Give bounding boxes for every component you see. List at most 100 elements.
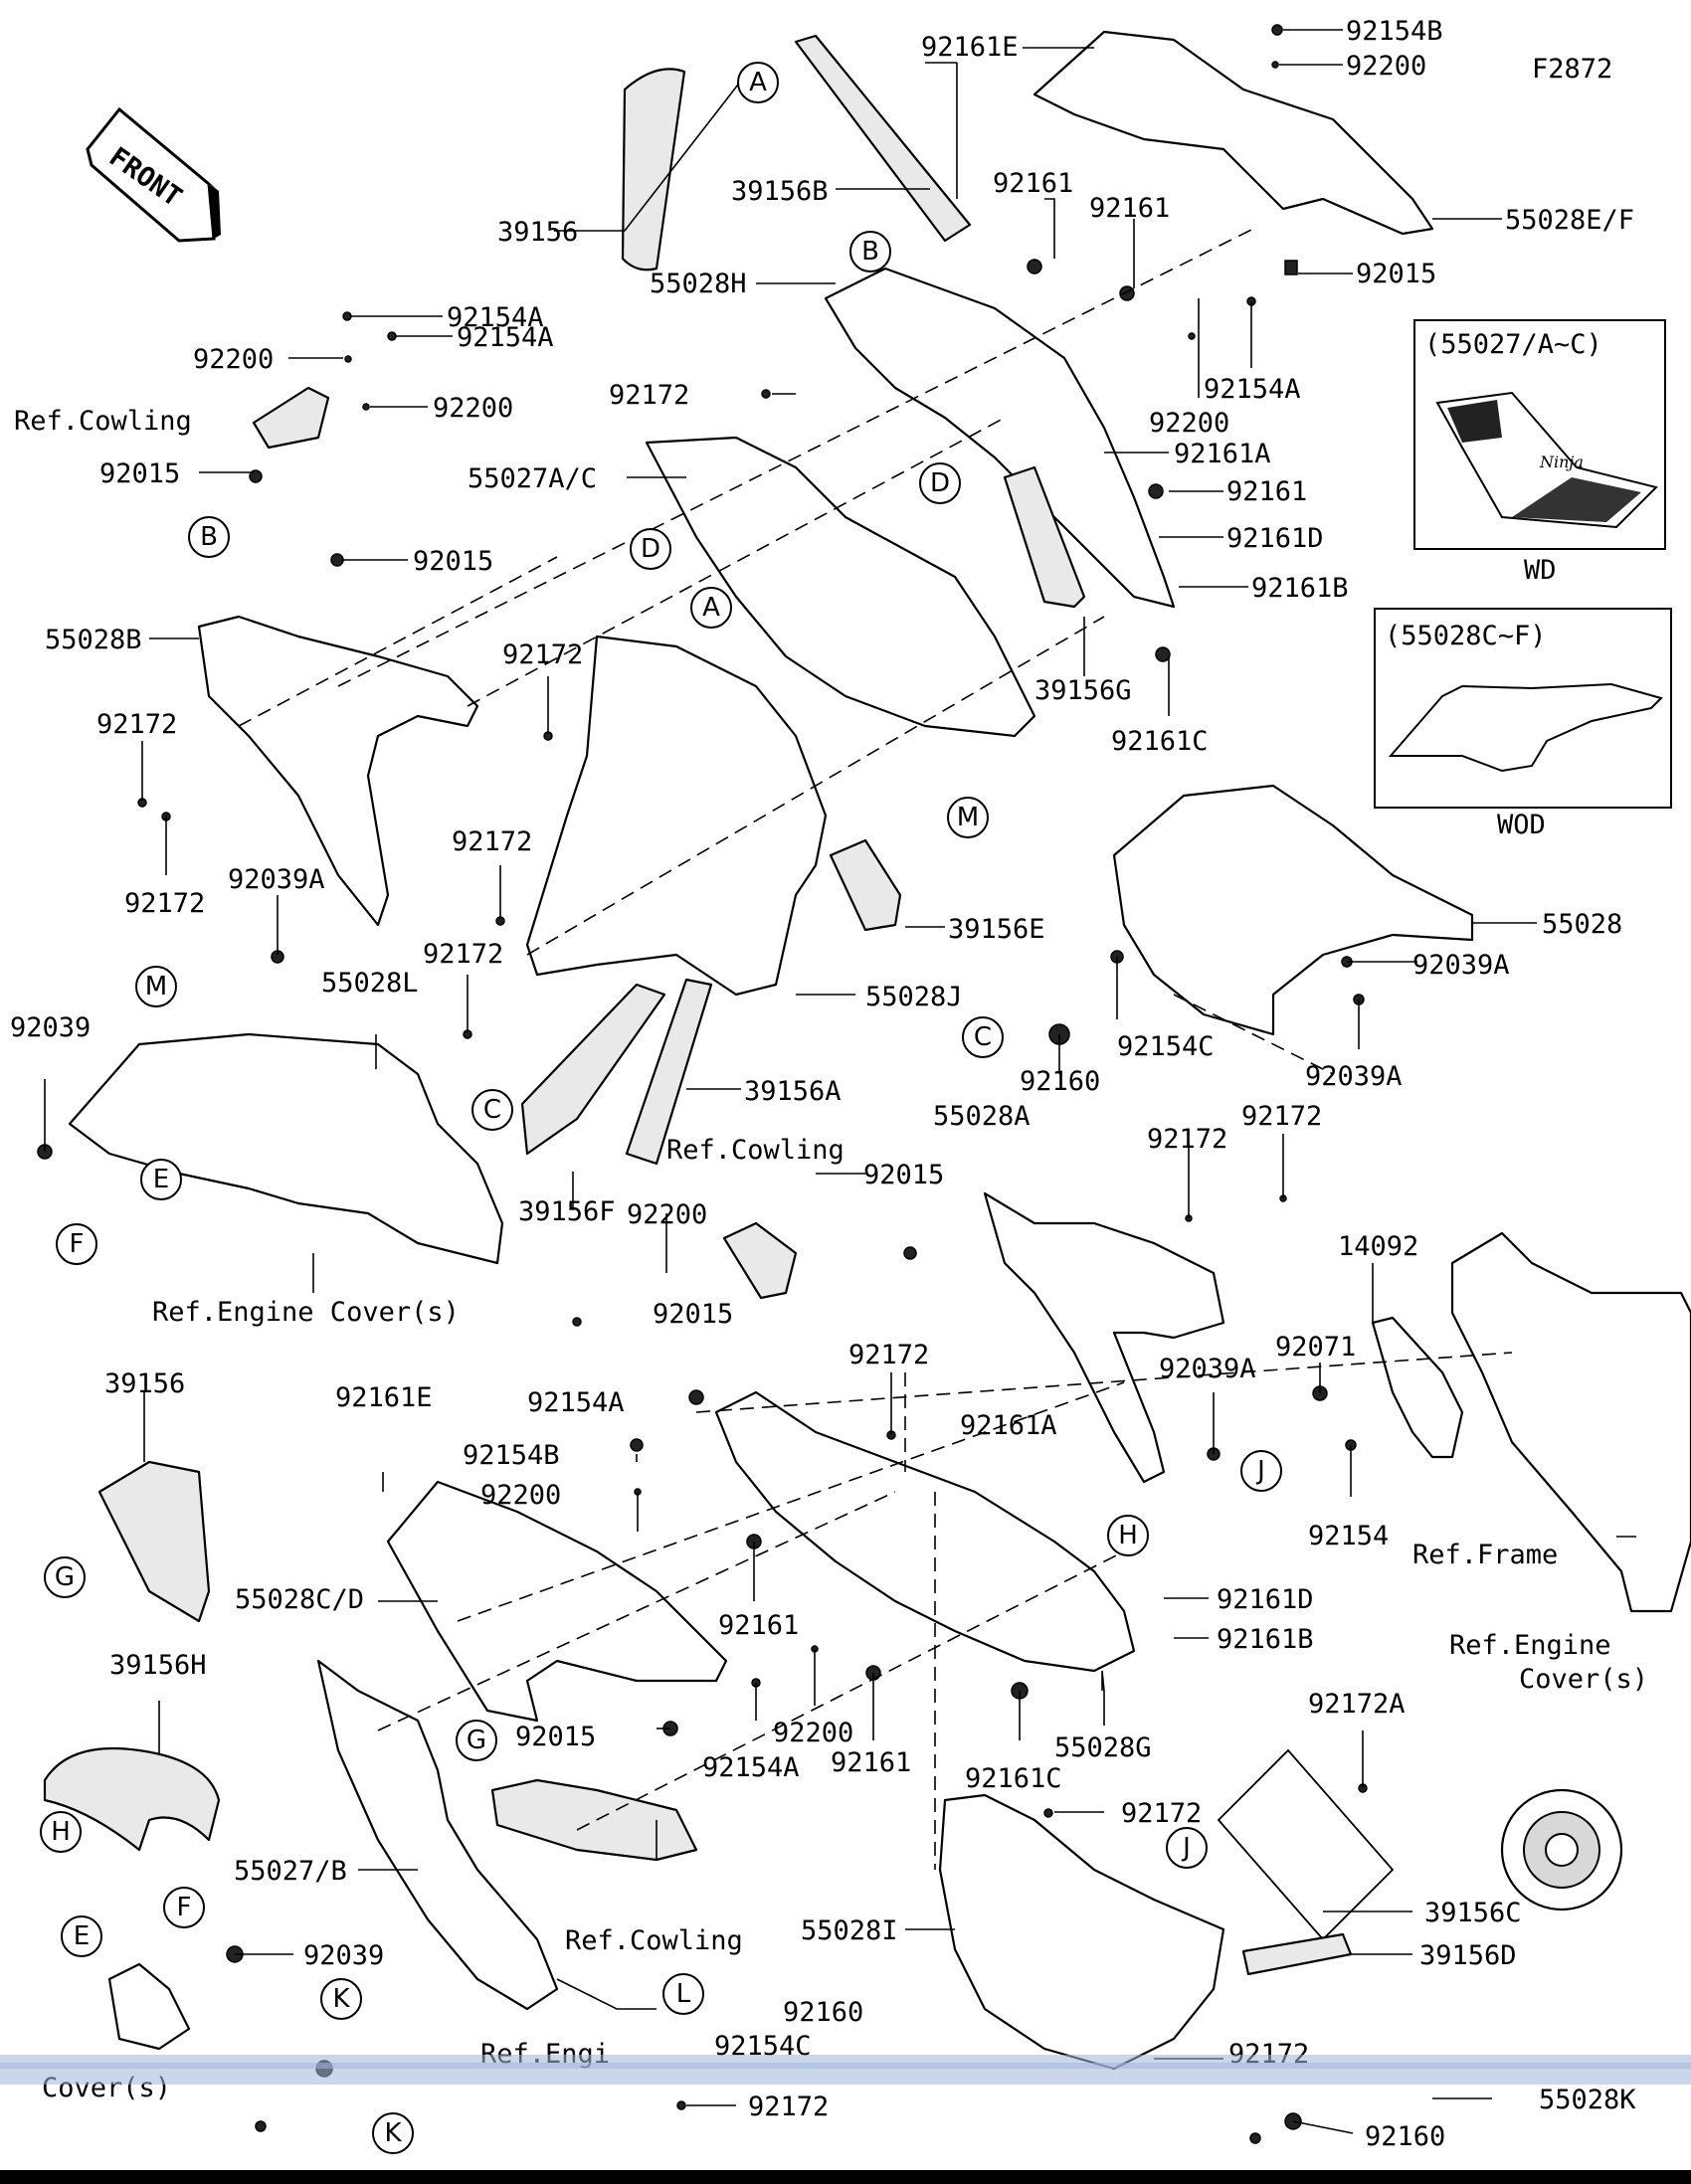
label-55028K: 55028K: [1539, 2085, 1636, 2115]
ref-frame: [1450, 1231, 1691, 1613]
svg-text:B: B: [200, 522, 218, 552]
label-92172: 92172: [848, 1340, 929, 1370]
strip-39156B: [794, 34, 972, 243]
label-92015: 92015: [99, 458, 180, 489]
label-92172: 92172: [1121, 1798, 1202, 1829]
label-55028J: 55028J: [865, 982, 963, 1012]
pad-39156A: [625, 978, 713, 1166]
ref-cowling-bracket-b: [490, 1778, 698, 1862]
callout-L-1: L: [662, 1973, 704, 2015]
label-92161D: 92161D: [1226, 523, 1324, 554]
callout-F-1: F: [56, 1223, 97, 1265]
svg-text:C: C: [974, 1022, 992, 1052]
label-92172A: 92172A: [1308, 1689, 1406, 1720]
svg-text:A: A: [749, 68, 767, 97]
svg-text:F: F: [70, 1229, 85, 1259]
label-55028L: 55028L: [321, 968, 419, 999]
label-92154A: 92154A: [447, 302, 544, 333]
label-92154A: 92154A: [702, 1752, 800, 1783]
label-92172: 92172: [1241, 1101, 1322, 1132]
inset-wod-caption: WOD: [1497, 810, 1546, 840]
label-92161: 92161: [993, 168, 1073, 199]
label-92154A: 92154A: [527, 1387, 625, 1418]
strip-39156G: [1003, 465, 1086, 609]
label-55028A: 55028A: [933, 1101, 1031, 1132]
ref-cowling-bracket-a: [722, 1221, 798, 1300]
label-92172: 92172: [423, 939, 503, 970]
cover-55028B: [197, 615, 479, 927]
label-92160: 92160: [1020, 1066, 1100, 1097]
label-92172: 92172: [96, 709, 177, 740]
ref-cowling-bracket-top: [252, 386, 330, 450]
callout-M-2: M: [135, 966, 177, 1007]
callout-E-1: E: [140, 1159, 182, 1200]
label-39156C: 39156C: [1424, 1898, 1522, 1928]
pad-39156H: [43, 1746, 221, 1852]
label-92160: 92160: [783, 1997, 863, 2028]
cover-55028J: [525, 635, 828, 997]
label-55028I: 55028I: [801, 1915, 898, 1946]
svg-text:H: H: [51, 1817, 71, 1847]
label-92161C: 92161C: [1111, 726, 1209, 757]
callout-D-2: D: [630, 528, 671, 570]
label-55028EF: 55028E/F: [1505, 205, 1634, 236]
label-55028G: 55028G: [1054, 1732, 1152, 1763]
callout-H-2: H: [40, 1811, 82, 1853]
label-92161A: 92161A: [960, 1410, 1057, 1441]
label-92039A: 92039A: [1305, 1061, 1403, 1092]
label-92200: 92200: [773, 1718, 853, 1748]
svg-text:A: A: [702, 593, 720, 623]
svg-text:M: M: [145, 972, 167, 1001]
label-92015: 92015: [1356, 259, 1436, 289]
label-92172: 92172: [748, 2092, 829, 2122]
label-ref-cowling: Ref.Cowling: [14, 406, 192, 437]
bottom-black-bar: [0, 2170, 1691, 2184]
pad-39156F: [520, 983, 666, 1156]
pad-39156-bottom: [97, 1460, 211, 1623]
front-direction-icon: FRONT: [86, 106, 221, 243]
svg-text:L: L: [676, 1979, 691, 2009]
label-ref-engine-2: Cover(s): [1519, 1664, 1648, 1695]
label-92172: 92172: [502, 639, 583, 670]
label-92200: 92200: [480, 1480, 561, 1511]
fasteners: [37, 24, 1368, 2144]
svg-text:E: E: [74, 1921, 90, 1951]
cover-55028CD: [386, 1480, 728, 1723]
svg-text:B: B: [861, 237, 879, 267]
inset-wod: (55028C~F) WOD: [1374, 608, 1672, 840]
label-39156: 39156: [104, 1368, 185, 1399]
svg-text:J: J: [1255, 1456, 1265, 1486]
svg-text:K: K: [384, 2118, 402, 2148]
cover-55028H: [824, 267, 1176, 609]
callout-C-2: C: [471, 1089, 513, 1131]
label-92161B: 92161B: [1217, 1624, 1314, 1655]
callout-M-1: M: [947, 797, 989, 838]
cover-55027B: [316, 1659, 559, 2011]
svg-text:G: G: [55, 1562, 75, 1592]
svg-text:E: E: [153, 1165, 169, 1194]
label-92161C: 92161C: [965, 1763, 1062, 1794]
callout-G-2: G: [456, 1720, 497, 1761]
label-92071: 92071: [1275, 1332, 1356, 1363]
label-55028H: 55028H: [650, 269, 747, 299]
bracket-EF: [107, 1962, 191, 2051]
callout-K-1: K: [320, 1978, 362, 2020]
inset-wd-title: (55027/A~C): [1424, 329, 1602, 360]
cover-55028EF: [1033, 30, 1434, 236]
callout-B-1: B: [849, 231, 891, 273]
label-92161: 92161: [1226, 476, 1307, 507]
pad-39156E: [829, 838, 902, 932]
callout-J-2: J: [1166, 1827, 1208, 1869]
label-92154A: 92154A: [1204, 374, 1301, 405]
inset-wd-caption: WD: [1524, 555, 1557, 586]
label-92161E: 92161E: [921, 32, 1019, 63]
label-92172: 92172: [609, 380, 689, 411]
pad-39156D: [1241, 1932, 1353, 1976]
label-92154B: 92154B: [463, 1440, 560, 1471]
callout-B-2: B: [188, 516, 230, 558]
label-92200: 92200: [193, 344, 274, 375]
label-92154: 92154: [1308, 1521, 1389, 1551]
inset-wod-title: (55028C~F): [1385, 621, 1547, 651]
label-92039A: 92039A: [1159, 1354, 1256, 1384]
label-92161: 92161: [718, 1610, 799, 1641]
